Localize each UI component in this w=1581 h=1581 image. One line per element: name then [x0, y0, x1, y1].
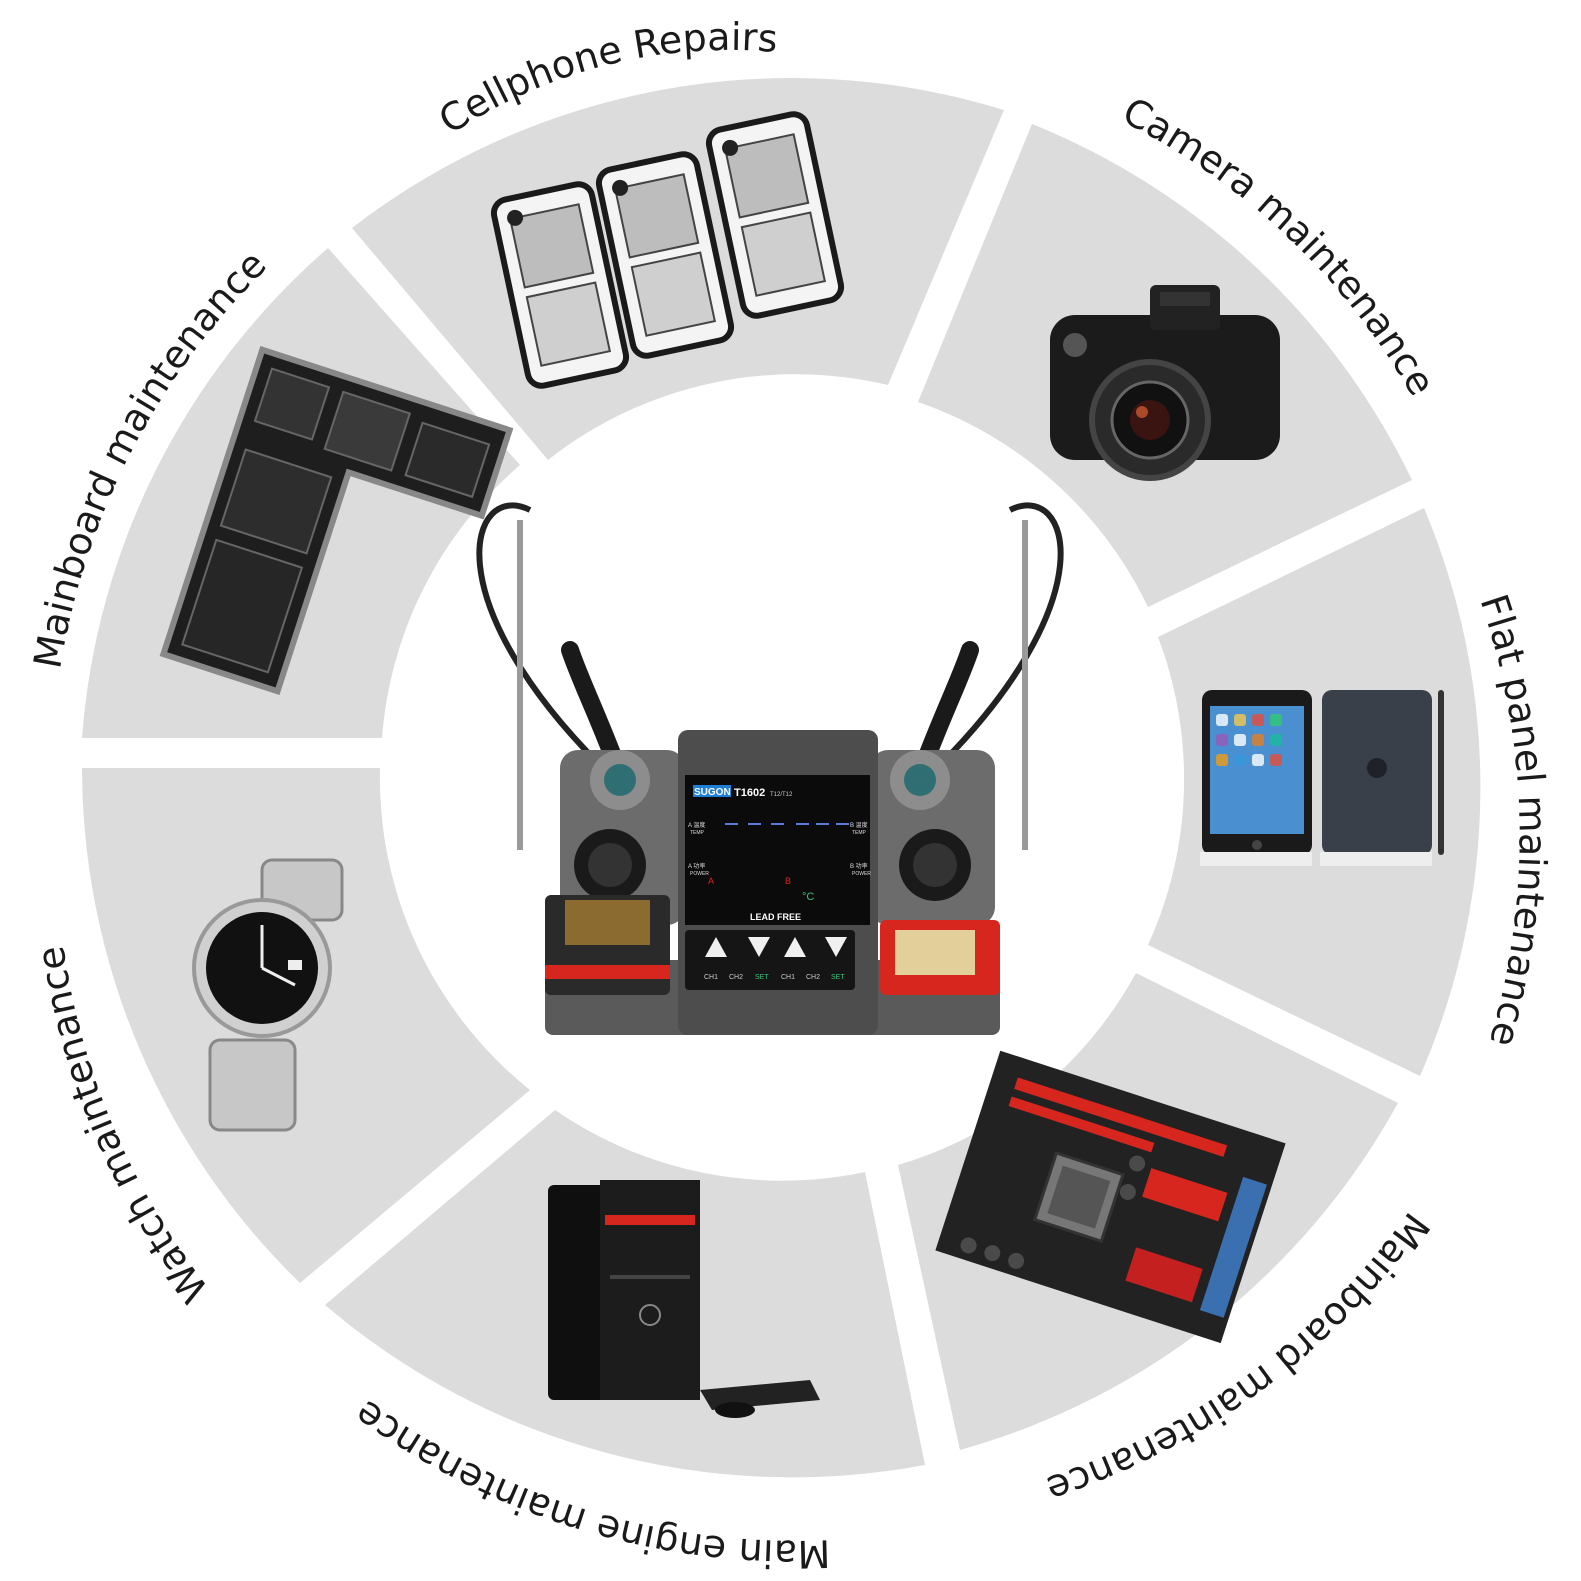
xray-smartphones-icon — [490, 111, 845, 389]
label-flat-panel: Flat panel maintenance — [1472, 589, 1555, 1052]
dslr-camera-icon — [1050, 285, 1280, 481]
power-label-a: A 功率 — [688, 862, 705, 870]
tablets-icon — [1200, 690, 1444, 866]
temp-label-a-en: TEMP — [690, 830, 705, 836]
key-down-2 — [825, 937, 847, 957]
soldering-station: SUGON T1602 T12/T12 A 温度 TEMP B 温度 TEMP … — [476, 502, 1064, 1035]
key-label-4: CH1 — [781, 974, 795, 981]
unit-text: °C — [802, 891, 814, 903]
model-text: T1602 — [734, 787, 765, 799]
temp-label-b: B 温度 — [850, 821, 868, 829]
lead-free-text: LEAD FREE — [750, 912, 801, 922]
key-up-2 — [784, 937, 806, 957]
key-label-2: CH2 — [729, 974, 743, 981]
segment-flat-panel — [1148, 508, 1481, 1076]
key-down-1 — [748, 937, 770, 957]
key-label-1: CH1 — [704, 974, 718, 981]
power-label-a-en: POWER — [690, 871, 709, 877]
desktop-tower-icon — [548, 1180, 820, 1418]
segment-watch — [82, 768, 530, 1283]
channel-b-text: B — [785, 876, 791, 886]
tip-type-text: T12/T12 — [770, 792, 793, 798]
key-label-3: SET — [755, 974, 769, 981]
phone-logic-board-icon — [159, 345, 514, 695]
temp-label-a: A 温度 — [688, 821, 705, 829]
brand-text: SUGON — [694, 787, 731, 798]
power-label-b-en: POWER — [852, 871, 871, 877]
key-up-1 — [705, 937, 727, 957]
power-label-b: B 功率 — [850, 862, 868, 870]
key-label-5: CH2 — [806, 974, 820, 981]
temp-label-b-en: TEMP — [852, 830, 867, 836]
channel-a-text: A — [708, 876, 714, 886]
pc-motherboard-icon — [935, 1050, 1286, 1344]
wristwatch-icon — [192, 858, 344, 1132]
key-label-6: SET — [831, 974, 845, 981]
